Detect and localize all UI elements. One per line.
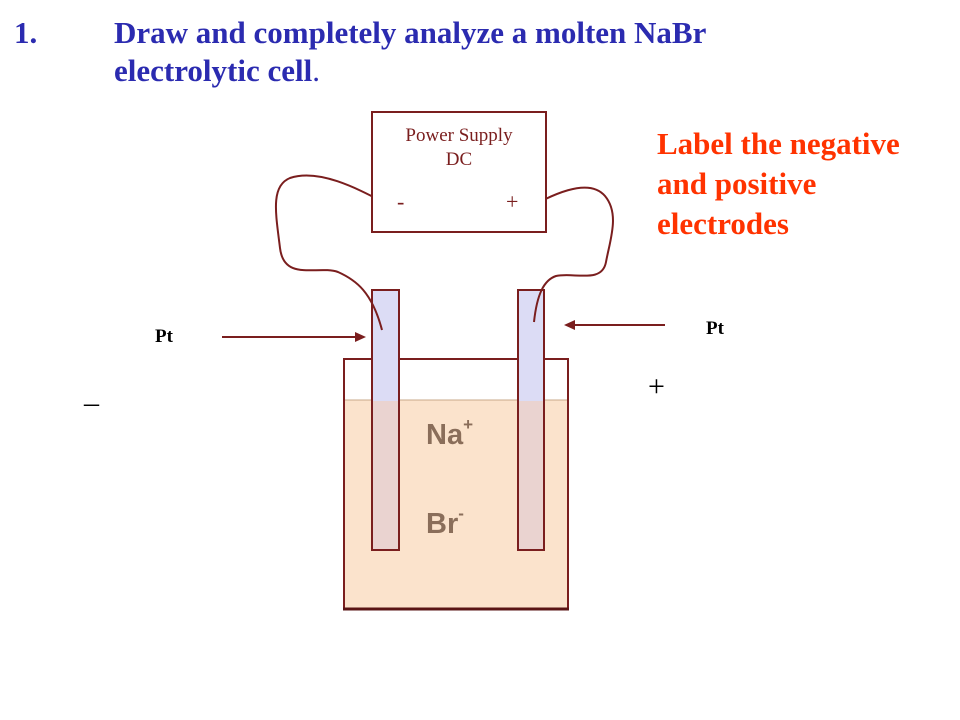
question-text-line2-main: electrolytic cell xyxy=(114,53,313,88)
cation-symbol: Na xyxy=(426,419,464,451)
power-supply-type: DC xyxy=(445,149,473,170)
power-supply-negative-terminal-label: - xyxy=(397,189,405,214)
right-pt-arrowhead-icon xyxy=(564,320,575,330)
instruction-text: Label the negative and positive electrod… xyxy=(657,124,900,244)
left-wire xyxy=(275,174,388,331)
negative-sign: _ xyxy=(84,376,99,409)
power-supply: Power Supply DC - + xyxy=(371,111,547,233)
bromide-ion-label: Br- xyxy=(426,504,464,541)
question-text-line1: Draw and completely analyze a molten NaB… xyxy=(114,15,707,50)
sodium-ion-label: Na+ xyxy=(426,415,473,452)
positive-sign: + xyxy=(648,370,665,403)
right-electrode-label: Pt xyxy=(706,318,724,339)
question-number: 1. xyxy=(14,15,38,50)
question-text-line2-period: . xyxy=(312,53,320,88)
left-pt-arrowhead-icon xyxy=(355,332,366,342)
cation-charge: + xyxy=(463,415,474,434)
instruction-line3: electrodes xyxy=(657,206,789,241)
power-supply-label: Power Supply xyxy=(405,125,513,146)
right-wire xyxy=(523,186,614,323)
left-electrode-immersed xyxy=(373,401,398,549)
instruction-line2: and positive xyxy=(657,166,817,201)
power-supply-positive-terminal-label: + xyxy=(506,189,519,214)
anion-charge: - xyxy=(458,504,464,523)
question-text-line2: electrolytic cell. xyxy=(114,52,320,90)
instruction-line1: Label the negative xyxy=(657,126,900,161)
right-electrode-immersed xyxy=(519,401,543,549)
anion-symbol: Br xyxy=(426,508,459,540)
left-electrode-label: Pt xyxy=(155,326,173,347)
